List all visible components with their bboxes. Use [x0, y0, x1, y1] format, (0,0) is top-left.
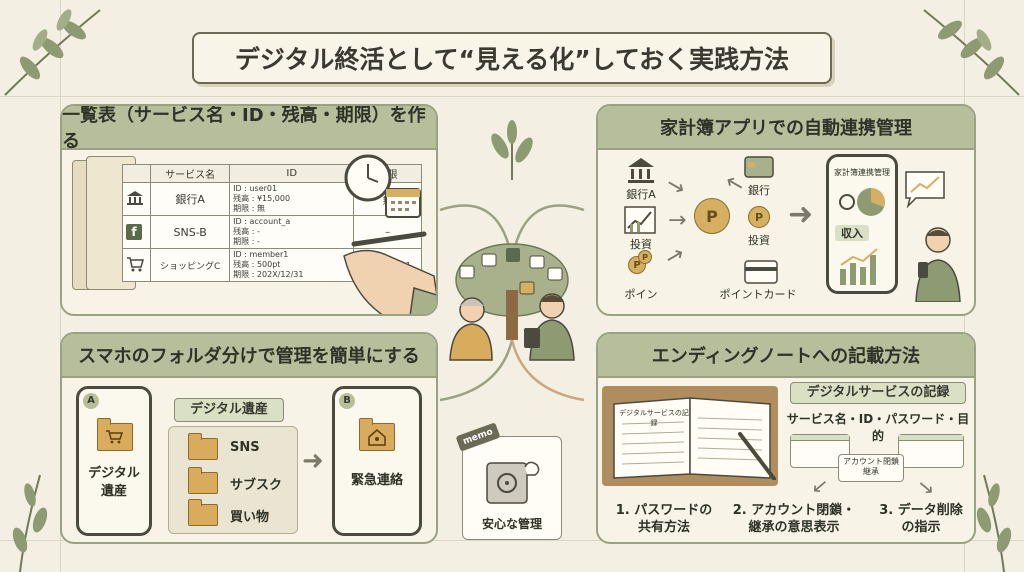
- app-title: 家計簿連携管理: [834, 168, 890, 177]
- panel-household-app: 家計簿アプリでの自動連携管理 銀行A 投資 P P ポイン → → → P → …: [596, 104, 976, 316]
- record-title: デジタルサービスの記録: [790, 382, 966, 404]
- leaf-branch-icon: [4, 9, 101, 96]
- grid-line: [0, 540, 1024, 541]
- column-header: ID: [229, 164, 355, 183]
- house-key-icon: [368, 429, 386, 446]
- safe-card: memo 安心な管理: [455, 422, 562, 540]
- phone-b: B 緊急連絡: [332, 386, 422, 536]
- column-header: サービス名: [150, 164, 231, 183]
- folder-icon: [96, 418, 133, 451]
- panel-header: エンディングノートへの記載方法: [598, 334, 974, 378]
- leaf-branch-icon: [976, 474, 1012, 572]
- safe-label: 安心な管理: [481, 517, 542, 531]
- badge-b: B: [339, 393, 355, 409]
- person-icon: [915, 227, 961, 302]
- service-name: 銀行A: [150, 182, 231, 216]
- point-coin-icon: P: [748, 206, 770, 228]
- folder-icon: [187, 433, 218, 460]
- panel-ending-note: エンディングノートへの記載方法 デジタルサービスの記録 デジタルサービスの記録 …: [596, 332, 976, 544]
- bar-chart-icon: [840, 248, 878, 285]
- service-name: SNS-B: [150, 215, 231, 249]
- facebook-icon: f: [121, 215, 152, 249]
- folder-group-title: デジタル遺産: [174, 398, 284, 422]
- leaf-branch-icon: [12, 474, 48, 572]
- point-coin-icon: P: [638, 250, 652, 264]
- phone-a: A デジタル 遺産: [76, 386, 152, 536]
- record-subtitle: サービス名・ID・パスワード・目的: [786, 412, 970, 443]
- panel-header: 一覧表（サービス名・ID・残高・期限）を作る: [62, 106, 436, 152]
- method-item: 2. アカウント閉鎖・ 継承の意思表示: [732, 503, 856, 535]
- page-title: デジタル終活として“見える化”しておく実践方法: [192, 32, 832, 84]
- notebook-title: デジタルサービスの記録: [619, 409, 689, 427]
- panel-spreadsheet: 一覧表（サービス名・ID・残高・期限）を作る サービス名 ID 期限 銀行A I…: [60, 104, 438, 316]
- folder-label: サブスク: [230, 478, 283, 493]
- target-label: 銀行: [748, 184, 770, 197]
- point-card-icon: [744, 260, 778, 284]
- folder-label: 買い物: [230, 510, 270, 525]
- safe-icon: [486, 461, 540, 504]
- phone-b-label: 緊急連絡: [350, 473, 403, 488]
- service-name: ショッピングC: [150, 248, 231, 282]
- arrow-right-icon: ➜: [302, 446, 324, 476]
- point-coin-icon: P: [694, 198, 730, 234]
- leaf-branch-icon: [923, 9, 1020, 96]
- panel-header: スマホのフォルダ分けで管理を簡単にする: [62, 334, 436, 378]
- arrow-right-icon: ➜: [788, 197, 814, 232]
- notebook-icon: [613, 397, 776, 480]
- service-id: ID : member1 残高 : 500pt 期限 : 202X/12/31: [229, 248, 355, 282]
- card-icon: [744, 156, 774, 178]
- panel-header: 家計簿アプリでの自動連携管理: [598, 106, 974, 150]
- service-id: ID : account_a 残高 : - 期限 : -: [229, 215, 355, 249]
- bank-icon: [628, 158, 654, 183]
- source-label: 銀行A: [626, 188, 656, 201]
- cart-icon: [121, 248, 152, 282]
- panel-folders: スマホのフォルダ分けで管理を簡単にする A デジタル 遺産 デジタル遺産 SNS…: [60, 332, 438, 544]
- arrow-icon: →: [806, 472, 835, 502]
- calendar-icon: [385, 188, 421, 218]
- target-label: 投資: [748, 234, 770, 247]
- folder-icon: [187, 467, 218, 494]
- target-label: ポイントカード: [719, 288, 797, 301]
- method-item: 1. パスワードの 共有方法: [615, 503, 713, 535]
- bank-icon: [121, 182, 152, 216]
- pie-chart-icon: [839, 188, 885, 216]
- browser-card: [790, 434, 850, 468]
- source-label: 投資: [630, 238, 652, 251]
- clock-icon: [344, 154, 392, 202]
- badge-a: A: [83, 393, 99, 409]
- chart-up-icon: [624, 206, 656, 234]
- folder-icon: [187, 499, 218, 526]
- account-close-card: アカウント閉鎖 継承: [838, 454, 904, 482]
- center-tree-illustration: [439, 120, 585, 402]
- arrow-icon: →: [668, 208, 687, 233]
- browser-card: [898, 434, 964, 468]
- chart-bubble-icon: [905, 171, 945, 208]
- grid-line: [0, 96, 1024, 97]
- method-item: 3. データ削除 の指示: [879, 503, 963, 535]
- memo-tag: memo: [455, 422, 501, 452]
- income-chip: 収入: [835, 225, 869, 241]
- arrow-icon: →: [660, 241, 690, 273]
- folder-label: SNS: [230, 440, 260, 455]
- cart-icon: [106, 430, 124, 444]
- table-row: f SNS-B ID : account_a 残高 : - 期限 : - –: [121, 215, 422, 249]
- service-id: ID : user01 残高 : ¥15,000 期限 : 無: [229, 182, 355, 216]
- source-label: ポイン: [624, 288, 658, 301]
- arrow-icon: →: [912, 472, 941, 502]
- phone-a-label: デジタル 遺産: [88, 466, 140, 499]
- household-app-phone: 家計簿連携管理 収入: [826, 154, 898, 294]
- hand-pen-icon: [343, 231, 436, 314]
